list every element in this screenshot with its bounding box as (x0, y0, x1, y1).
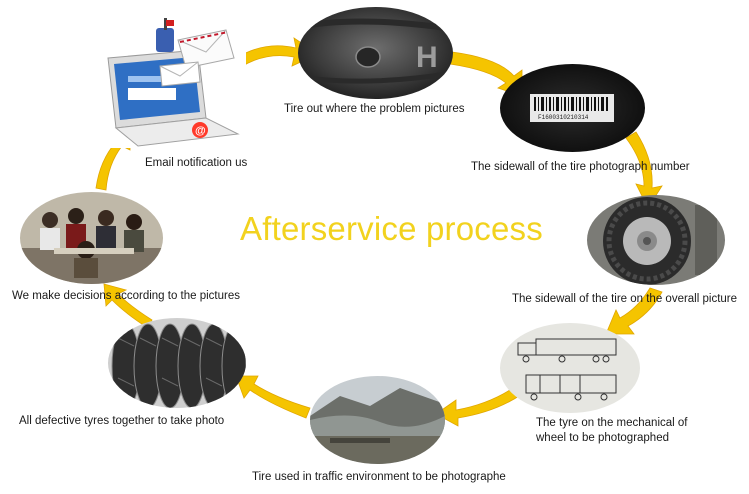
email-laptop-image: @ (98, 18, 246, 148)
caption-sidewall-number: The sidewall of the tire photograph numb… (471, 161, 690, 173)
caption-decisions: We make decisions according to the pictu… (12, 290, 240, 302)
mail-badge-icon (192, 122, 208, 138)
barcode-sidewall-image: F1600310210314 (500, 64, 645, 152)
photo-decisions (20, 192, 163, 284)
caption-tire-out: Tire out where the problem pictures (284, 103, 465, 115)
photo-tire-out: H (298, 7, 453, 99)
tire-tread-closeup-image: H (298, 7, 453, 99)
photo-sidewall-number: F1600310210314 (500, 64, 645, 152)
team-meeting-image (20, 192, 163, 284)
arrow-traffic-to-defective (235, 375, 311, 419)
arrow-mechanical-to-traffic (435, 385, 523, 427)
arrow-defective-to-decisions (103, 283, 153, 329)
caption-mechanical: The tyre on the mechanical of (536, 417, 688, 429)
caption-defective: All defective tyres together to take pho… (19, 415, 225, 427)
photo-mechanical (500, 323, 640, 413)
caption-traffic: Tire used in traffic environment to be p… (252, 471, 506, 483)
photo-traffic (310, 376, 445, 464)
caption-email: Email notification us (145, 157, 248, 169)
envelope-icon (177, 29, 235, 69)
diagram-title: Afterservice process (240, 210, 543, 247)
photo-defective (108, 318, 246, 408)
arrow-overall-to-mechanical (605, 287, 663, 335)
photo-email: @ (98, 18, 246, 148)
photo-sidewall-overall (587, 195, 725, 285)
svg-text:H: H (416, 41, 438, 74)
caption-sidewall-overall: The sidewall of the tire on the overall … (512, 293, 738, 305)
traffic-environment-image (310, 376, 445, 464)
caption-mechanical-line2: wheel to be photographed (536, 432, 669, 444)
mailbox-flag-icon (166, 20, 174, 26)
barcode-number: F1600310210314 (538, 114, 589, 121)
defective-tyres-image (108, 318, 246, 408)
truck-drawing-image (500, 323, 640, 413)
svg-text:@: @ (195, 125, 206, 137)
tire-overall-image (587, 195, 725, 285)
